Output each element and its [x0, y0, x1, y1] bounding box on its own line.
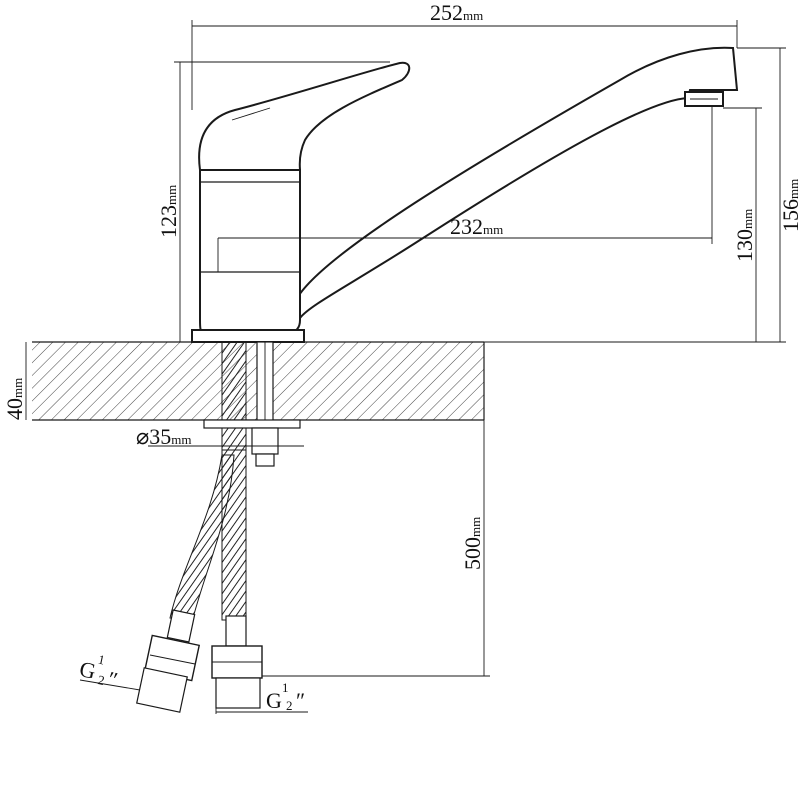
label-spout-outlet-height: 130mm	[732, 209, 757, 262]
svg-text:″: ″	[296, 688, 305, 713]
label-total-height: 156mm	[778, 179, 800, 232]
supply-hoses	[169, 449, 247, 623]
base-ring	[191, 329, 305, 343]
mounting-assembly	[203, 341, 301, 467]
label-spout-reach: 232mm	[450, 214, 503, 239]
svg-text:G: G	[266, 688, 282, 713]
label-mounting-hole: ⌀35mm	[136, 424, 191, 449]
svg-text:1: 1	[97, 652, 106, 668]
label-overall-length: 252mm	[430, 0, 483, 25]
svg-text:G: G	[77, 656, 98, 684]
svg-text:″: ″	[106, 666, 120, 692]
hose-connector-right	[211, 615, 263, 709]
svg-text:1: 1	[282, 680, 289, 695]
faucet-cylinder	[199, 169, 301, 333]
label-countertop-thickness: 40mm	[2, 378, 27, 420]
label-connection-left: G 1 2 ″	[77, 652, 120, 693]
svg-text:2: 2	[286, 698, 293, 713]
hose-connector-left	[136, 609, 201, 713]
faucet-body	[191, 46, 739, 343]
label-body-height: 123mm	[156, 185, 181, 238]
label-hose-length: 500mm	[460, 517, 485, 570]
spout	[294, 46, 739, 321]
lever-handle	[198, 61, 411, 171]
label-connection-right: G 1 2 ″	[266, 680, 305, 713]
svg-text:2: 2	[96, 672, 105, 688]
dimension-lines	[25, 20, 786, 714]
